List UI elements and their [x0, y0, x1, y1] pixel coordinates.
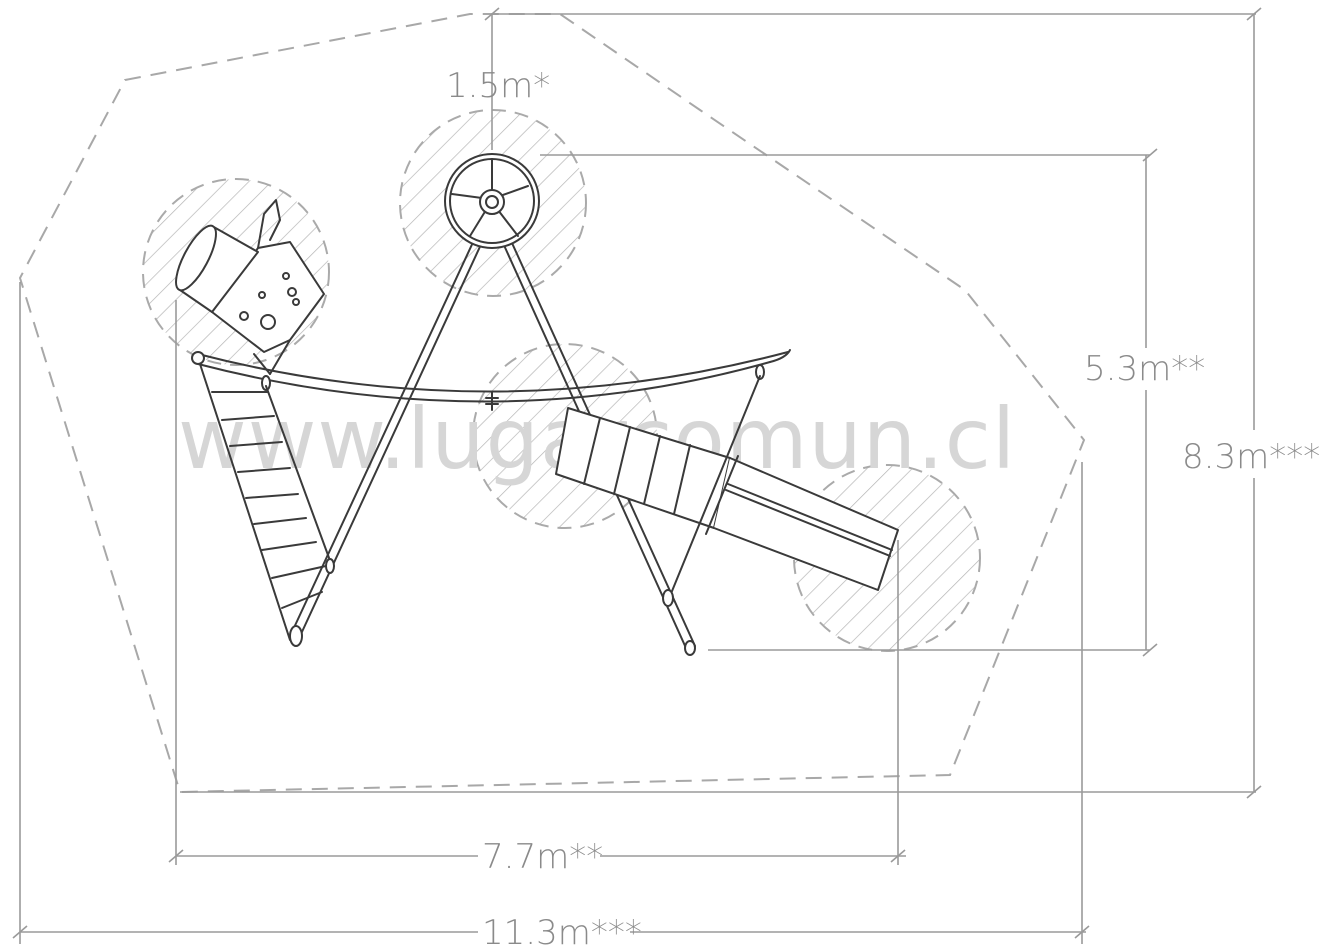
- slide: [555, 407, 899, 591]
- right-support: [662, 375, 761, 607]
- spinner-wheel: [444, 153, 540, 249]
- label-total-depth: 8.3m***: [1182, 437, 1320, 477]
- label-total-width: 11.3m***: [482, 913, 642, 948]
- dimension-lines: [12, 7, 1262, 944]
- curved-bar: [191, 349, 791, 411]
- label-equipment-width: 7.7m**: [482, 837, 603, 877]
- ladder: [199, 363, 335, 641]
- play-equipment: [175, 153, 899, 656]
- label-equipment-depth: 5.3m**: [1084, 349, 1205, 389]
- climbing-tower: [175, 199, 325, 375]
- label-safety-zone: 1.5m*: [446, 66, 550, 106]
